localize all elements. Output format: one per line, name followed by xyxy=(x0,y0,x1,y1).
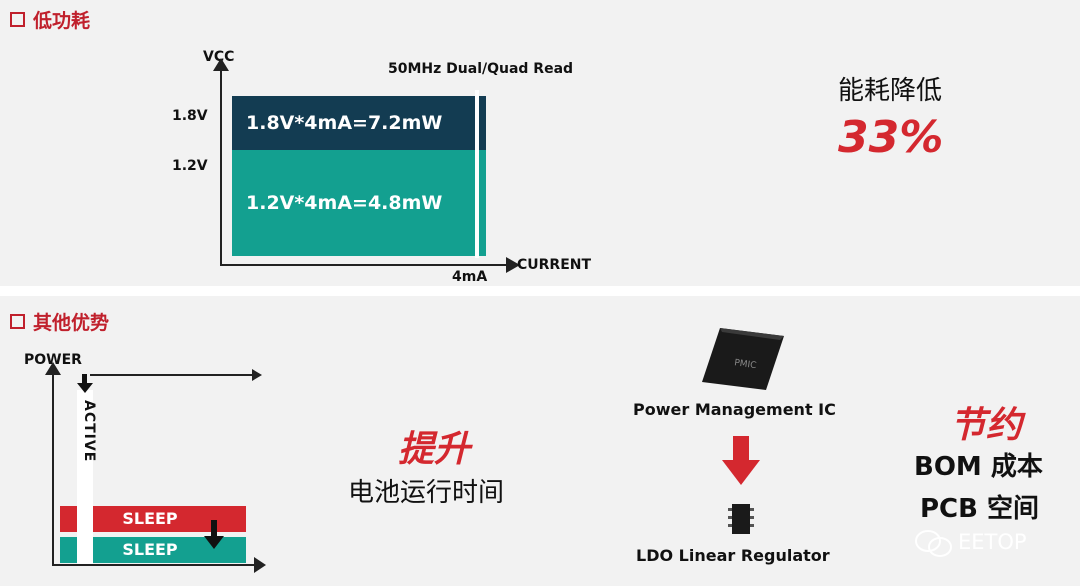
section-title-text: 其他优势 xyxy=(33,312,110,334)
savings-bom-text: BOM 成本 xyxy=(914,452,1043,482)
savings-pcb-text: PCB 空间 xyxy=(920,494,1040,524)
y-axis-label-vcc: VCC xyxy=(203,49,235,65)
bar-divider-line xyxy=(475,90,479,258)
bar-1-2v-segment xyxy=(232,150,486,256)
sleep-label-upper: SLEEP xyxy=(122,509,178,528)
tick-label-4ma: 4mA xyxy=(452,269,488,285)
ldo-chip-icon xyxy=(728,504,754,534)
power-x-axis-line xyxy=(52,564,258,566)
y-axis-label-power: POWER xyxy=(24,352,82,368)
energy-saving-value: 33% xyxy=(838,112,944,163)
ldo-label: LDO Linear Regulator xyxy=(636,546,830,565)
y-axis-arrow-icon xyxy=(213,58,229,71)
active-column xyxy=(77,390,93,564)
y-axis-line xyxy=(220,68,222,266)
section-title-low-power: 低功耗 xyxy=(10,6,90,33)
x-axis-arrow-icon xyxy=(506,257,520,273)
pmic-label: Power Management IC xyxy=(633,400,836,419)
power-y-axis-line xyxy=(52,372,54,566)
active-label: ACTIVE xyxy=(81,400,97,463)
tick-label-1-2v: 1.2V xyxy=(172,158,208,174)
x-axis-line xyxy=(220,264,510,266)
down-red-arrow-icon xyxy=(722,436,760,485)
active-level-arrow-icon xyxy=(252,369,262,381)
pmic-chip-text: PMIC xyxy=(734,358,757,371)
x-axis-label-current: CURRENT xyxy=(517,257,592,273)
section-title-other-advantages: 其他优势 xyxy=(10,308,109,335)
active-level-line xyxy=(90,374,258,376)
pmic-chip-icon: PMIC xyxy=(702,328,784,390)
sleep-label-lower: SLEEP xyxy=(122,540,178,559)
bar-1-8v-segment xyxy=(232,96,486,150)
down-arrow-icon xyxy=(204,520,224,549)
tick-label-1-8v: 1.8V xyxy=(172,108,208,124)
section-title-text: 低功耗 xyxy=(33,10,91,32)
savings-headline: 节约 xyxy=(950,405,1023,446)
wechat-logo-icon xyxy=(915,530,952,557)
watermark-text: EETOP xyxy=(958,530,1027,554)
lower-formula-text: 1.2V*4mA=4.8mW xyxy=(246,192,443,214)
mode-label: 50MHz Dual/Quad Read xyxy=(388,61,574,77)
power-y-axis-arrow-icon xyxy=(45,362,61,375)
battery-headline: 提升 xyxy=(398,429,471,470)
power-x-axis-arrow-icon xyxy=(254,557,266,573)
low-power-panel: 低功耗 VCC 1.8V 1.2V CURRENT 4mA 50MHz Dual… xyxy=(0,0,1080,286)
other-advantages-panel: 其他优势 POWER SLEEP SLEEP ACTIVE 提升 电池运行时间 … xyxy=(0,296,1080,586)
upper-formula-text: 1.8V*4mA=7.2mW xyxy=(246,112,443,134)
energy-saving-label: 能耗降低 xyxy=(838,76,943,106)
checkbox-bullet-icon xyxy=(10,314,25,329)
down-arrow-icon xyxy=(77,374,93,393)
battery-subtext: 电池运行时间 xyxy=(348,478,505,508)
checkbox-bullet-icon xyxy=(10,12,25,27)
